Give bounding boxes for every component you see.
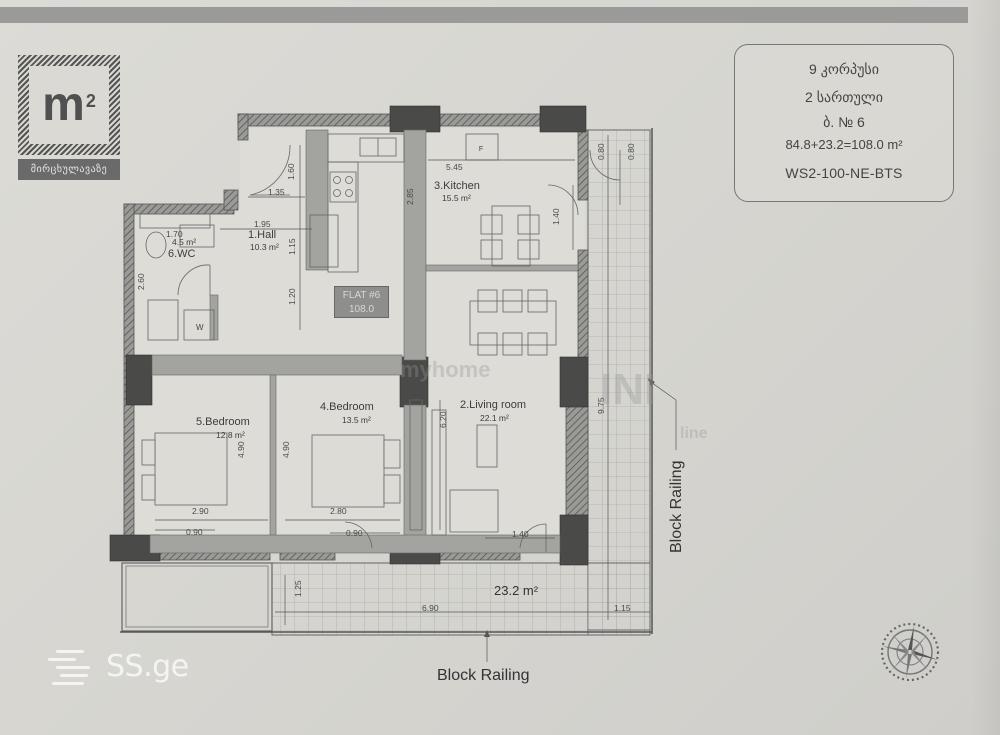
- flat-tag-area: 108.0: [348, 304, 375, 315]
- balcony-area: 23.2 m²: [494, 583, 539, 598]
- room-wc-area: 4.5 m²: [172, 237, 197, 247]
- dim-kitchen-width: 5.45: [446, 162, 463, 172]
- logo-mark: m: [42, 78, 85, 131]
- room-living-area: 22.1 m²: [480, 413, 509, 423]
- dim-entry-b: 0.80: [626, 143, 636, 160]
- logo-banner: მირცხულავაზე: [18, 159, 120, 180]
- dim-bedroom4-width: 2.80: [330, 506, 347, 516]
- compass-rose-icon: [880, 622, 940, 682]
- dim-bedroom5-depth: 4.90: [236, 441, 246, 458]
- dim-hall-top-height: 1.60: [286, 163, 296, 180]
- room-wc-name: 6.WC: [168, 248, 196, 260]
- watermark-brand: INI: [600, 365, 657, 414]
- room-bedroom4-area: 13.5 m²: [342, 415, 371, 425]
- dim-balcony-end: 1.15: [614, 603, 631, 613]
- dim-living-door: 1.40: [512, 529, 529, 539]
- unit-code: WS2-100-NE-BTS: [785, 165, 903, 181]
- dim-window-a: 0.90: [186, 527, 203, 537]
- logo-superscript: 2: [85, 90, 96, 111]
- room-kitchen-name: 3.Kitchen: [434, 180, 480, 192]
- apartment-number: ბ. № 6: [823, 114, 865, 130]
- dimension-lines: [155, 135, 677, 662]
- dim-hall-height-a: 1.15: [287, 238, 297, 255]
- watermark-online: line: [680, 425, 708, 442]
- dim-kitchen-depth: 2.85: [405, 188, 415, 205]
- entry-door-swing: [249, 144, 621, 552]
- dim-living-depth: 6.20: [438, 411, 448, 428]
- fridge-label: F: [479, 146, 483, 153]
- room-bedroom5-area: 12.8 m²: [216, 430, 245, 440]
- header-bar: [0, 7, 968, 23]
- ssge-logo: SS.ge: [48, 647, 189, 685]
- page-edge-shadow: [970, 0, 1000, 735]
- building-number: 9 კორპუსი: [809, 61, 879, 77]
- dim-wc-height: 2.60: [136, 273, 146, 290]
- beds: [141, 432, 401, 508]
- dim-hall-top-width: 1.35: [268, 187, 285, 197]
- dim-balcony-depth: 1.25: [293, 580, 303, 597]
- room-bedroom4-name: 4.Bedroom: [320, 401, 374, 413]
- dim-entry-a: 0.80: [596, 143, 606, 160]
- kitchen-counter: [309, 133, 499, 273]
- dim-wc-width: 1.70: [166, 229, 183, 239]
- living-room-furniture: [409, 399, 499, 536]
- flat-tag: FLAT #6 108.0: [334, 286, 389, 318]
- kitchen-dining-table: [480, 205, 540, 267]
- dining-table: [469, 289, 557, 356]
- floor-number: 2 სართული: [805, 89, 883, 105]
- ssge-wordmark: SS.ge: [106, 648, 189, 684]
- room-living-name: 2.Living room: [460, 399, 527, 411]
- room-hall-name: 1.Hall: [248, 229, 277, 241]
- room-hall-area: 10.3 m²: [250, 242, 279, 252]
- dim-balcony-length: 6.90: [422, 603, 439, 613]
- flat-tag-title: FLAT #6: [342, 290, 381, 301]
- room-kitchen-area: 15.5 m²: [442, 193, 471, 203]
- apartment-info-box: 9 კორპუსი 2 სართული ბ. № 6 84.8+23.2=108…: [734, 44, 954, 202]
- ssge-lines-icon: [48, 647, 92, 685]
- dim-bedroom4-depth: 4.90: [281, 441, 291, 458]
- dim-kitchen-door: 1.40: [551, 208, 561, 225]
- dim-hall-height-b: 1.20: [287, 288, 297, 305]
- wc-fixtures: [139, 213, 215, 341]
- washer-label: W: [196, 323, 204, 332]
- area-formula: 84.8+23.2=108.0 m²: [785, 137, 903, 152]
- dim-bedroom5-width: 2.90: [192, 506, 209, 516]
- interior-walls: [149, 129, 579, 554]
- terrace: [120, 128, 653, 636]
- block-railing-right-label: Block Railing: [668, 460, 685, 553]
- block-railing-bottom-label: Block Railing: [437, 667, 530, 684]
- room-bedroom5-name: 5.Bedroom: [196, 416, 250, 428]
- dim-hall-width: 1.95: [254, 219, 271, 229]
- dim-window-b: 0.90: [346, 528, 363, 538]
- watermark-myhome: myhome: [400, 357, 491, 382]
